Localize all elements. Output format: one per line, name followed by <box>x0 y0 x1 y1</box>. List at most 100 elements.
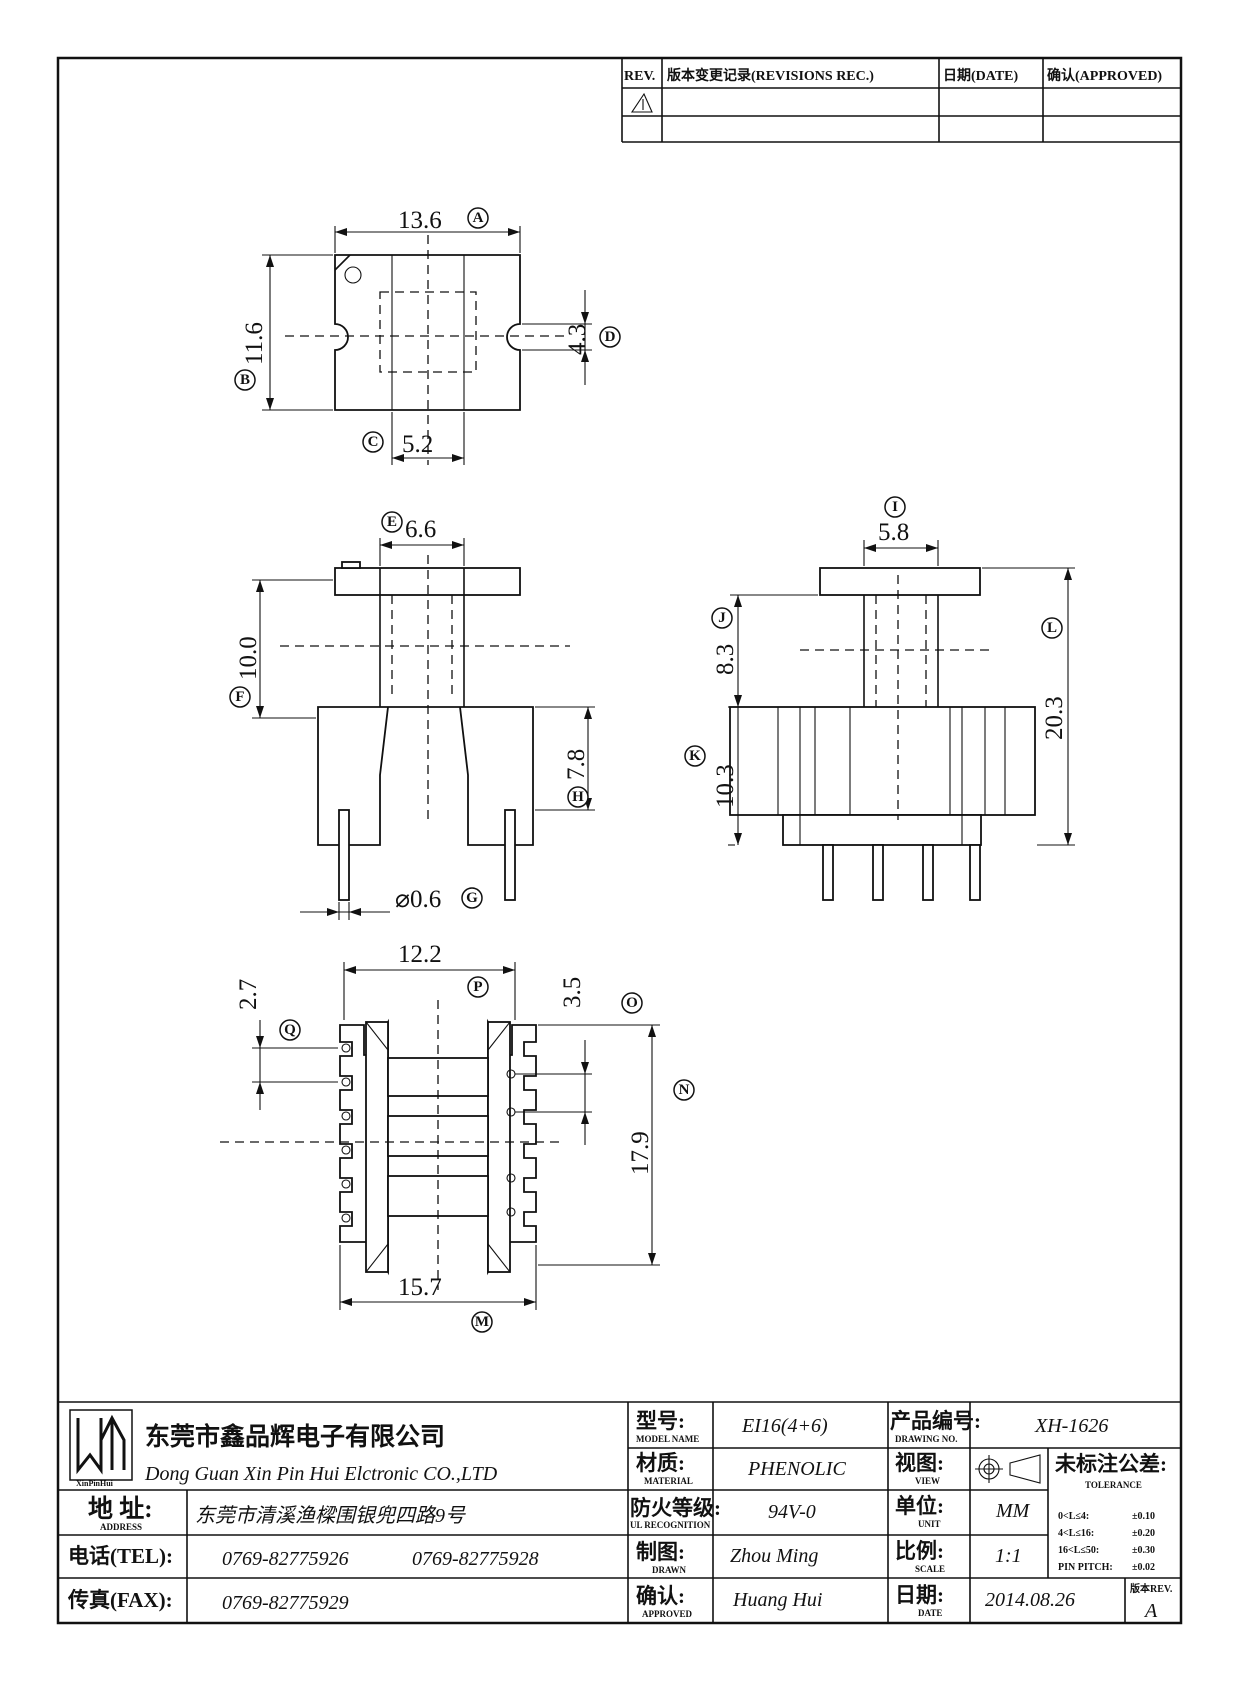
top-view: 13.6 A 11.6 B 4.3 D 5.2 C <box>234 207 621 465</box>
company-logo: XinPinHui <box>69 1409 133 1488</box>
tol-range-1: 0<L≤4: <box>1058 1511 1089 1522</box>
front-view: 6.6 E 10.0 F 7.8 H ⌀0.6 G <box>229 511 595 920</box>
approved-header: 确认(APPROVED) <box>1047 67 1162 84</box>
dim-pin: ⌀0.6 <box>395 886 441 913</box>
tol-value-2: ±0.20 <box>1132 1528 1155 1539</box>
label-p: P <box>473 979 482 995</box>
dim-bottom-width: 15.7 <box>398 1274 442 1301</box>
dim-bottom-height: 17.9 <box>627 1131 654 1175</box>
revision-triangle-icon <box>630 92 653 113</box>
dim-top-height: 11.6 <box>241 322 268 365</box>
model-value: EI16(4+6) <box>741 1415 828 1437</box>
dim-pitch: 3.5 <box>559 977 586 1008</box>
drawing-no-label: 产品编号: <box>890 1409 981 1433</box>
label-g: G <box>466 890 478 906</box>
dim-top-width: 13.6 <box>398 207 442 234</box>
tol-range-3: 16<L≤50: <box>1058 1545 1099 1556</box>
drawing-frame <box>56 56 1183 1625</box>
label-e: E <box>387 514 397 530</box>
drawn-label: 制图: <box>636 1540 685 1564</box>
unit-sub: UNIT <box>918 1519 941 1529</box>
side-pin-4 <box>969 844 981 901</box>
tol-value-1: ±0.10 <box>1132 1511 1155 1522</box>
drawn-sub: DRAWN <box>652 1565 687 1575</box>
model-label: 型号: <box>636 1409 685 1433</box>
pin-left <box>338 809 350 901</box>
approved-sub: APPROVED <box>642 1609 692 1619</box>
dim-front-lower: 7.8 <box>563 749 590 780</box>
title-block: XinPinHui 东莞市鑫品辉电子有限公司 Dong Guan Xin Pin… <box>58 1401 1181 1623</box>
address-sub: ADDRESS <box>100 1522 142 1532</box>
label-c: C <box>368 434 379 450</box>
tel-value-1: 0769-82775926 <box>222 1548 349 1570</box>
flame-label: 防火等级: <box>630 1496 721 1520</box>
label-k: K <box>689 748 701 764</box>
fax-label: 传真(FAX): <box>67 1588 173 1612</box>
label-b: B <box>240 372 250 388</box>
drawing-no-value: XH-1626 <box>1034 1415 1108 1437</box>
date-label: 日期: <box>895 1583 944 1607</box>
model-sub: MODEL NAME <box>636 1434 699 1444</box>
dim-slot: 4.3 <box>564 324 591 355</box>
label-h: H <box>572 789 584 805</box>
rev-header: REV. <box>624 69 655 84</box>
company-name-en: Dong Guan Xin Pin Hui Elctronic CO.,LTD <box>144 1463 498 1485</box>
pin-holes-left <box>341 1043 351 1223</box>
date-sub: DATE <box>918 1608 942 1618</box>
dim-side-total: 20.3 <box>1041 696 1068 740</box>
fax-value: 0769-82775929 <box>222 1592 349 1614</box>
side-pin-2 <box>872 844 884 901</box>
dim-core: 5.2 <box>402 431 433 458</box>
label-i: I <box>892 499 898 515</box>
rev-label: 版本REV. <box>1130 1582 1173 1595</box>
company-name-cn: 东莞市鑫品辉电子有限公司 <box>145 1422 445 1451</box>
pin-holes-right <box>506 1069 516 1217</box>
material-sub: MATERIAL <box>644 1476 693 1486</box>
unit-label: 单位: <box>895 1494 944 1518</box>
tol-range-2: 4<L≤16: <box>1058 1528 1094 1539</box>
tol-range-4: PIN PITCH: <box>1058 1562 1113 1573</box>
label-f: F <box>235 689 244 705</box>
drawn-value: Zhou Ming <box>730 1545 818 1567</box>
label-n: N <box>679 1082 690 1098</box>
date-value: 2014.08.26 <box>985 1589 1075 1611</box>
dim-slot-pitch: 2.7 <box>235 979 262 1010</box>
tol-value-3: ±0.30 <box>1132 1545 1155 1556</box>
tolerance-sub: TOLERANCE <box>1085 1480 1142 1490</box>
approved-label: 确认: <box>636 1584 685 1608</box>
label-a: A <box>473 210 484 226</box>
flame-value: 94V-0 <box>768 1501 816 1523</box>
bottom-view: 12.2 P 15.7 M 17.9 N O 3.5 2 <box>220 941 695 1333</box>
tolerance-label: 未标注公差: <box>1055 1452 1167 1476</box>
label-m: M <box>475 1314 489 1330</box>
scale-value: 1:1 <box>995 1545 1022 1567</box>
core-window <box>379 291 477 373</box>
dim-side-top: 5.8 <box>878 519 909 546</box>
revisions-header: 版本变更记录(REVISIONS REC.) <box>667 67 874 84</box>
dim-front-top: 6.6 <box>405 516 436 543</box>
label-l: L <box>1047 620 1057 636</box>
side-view: 5.8 I 20.3 L 8.3 J 10.3 K <box>684 496 1075 901</box>
label-o: O <box>626 995 638 1011</box>
rev-value: A <box>1143 1600 1158 1622</box>
side-pin-3 <box>922 844 934 901</box>
flame-sub: UL RECOGNITION <box>630 1520 711 1530</box>
side-pin-1 <box>822 844 834 901</box>
pin1-marker-icon <box>344 266 362 284</box>
label-q: Q <box>284 1022 296 1038</box>
tol-value-4: ±0.02 <box>1132 1562 1155 1573</box>
date-header: 日期(DATE) <box>943 68 1019 84</box>
dim-side-upper: 8.3 <box>712 644 739 675</box>
tel-value-2: 0769-82775928 <box>412 1548 539 1570</box>
tel-label: 电话(TEL): <box>68 1544 173 1568</box>
pin-right <box>504 809 516 901</box>
drawing-no-sub: DRAWING NO. <box>895 1434 958 1444</box>
unit-value: MM <box>995 1500 1031 1522</box>
revision-table: REV. 版本变更记录(REVISIONS REC.) 日期(DATE) 确认(… <box>621 58 1181 143</box>
address-value: 东莞市清溪渔樑围银兜四路9号 <box>195 1505 466 1527</box>
view-label: 视图: <box>895 1451 944 1475</box>
approved-value: Huang Hui <box>732 1589 822 1611</box>
view-sub: VIEW <box>915 1476 940 1486</box>
dim-bottom-inner: 12.2 <box>398 941 442 968</box>
